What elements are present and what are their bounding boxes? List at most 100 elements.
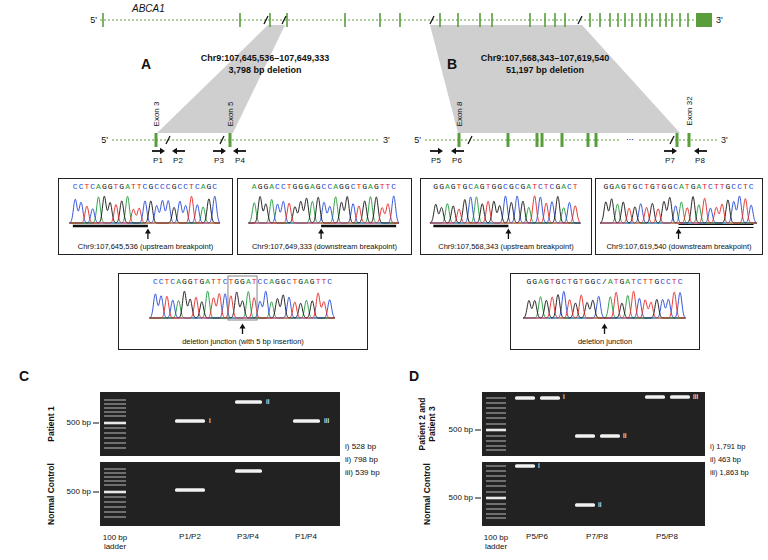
base-letter: G bbox=[462, 182, 468, 191]
breakpoint-arrow-head bbox=[318, 229, 324, 234]
base-letter: C bbox=[195, 182, 201, 191]
ladder-band bbox=[104, 484, 126, 485]
primer-arrow bbox=[213, 150, 222, 152]
end-label: 5' bbox=[90, 15, 97, 25]
trace-line bbox=[600, 198, 757, 223]
base-letter: G bbox=[102, 182, 108, 191]
trace-line bbox=[69, 196, 219, 223]
breakpoint-mark bbox=[282, 16, 286, 24]
band-label: i bbox=[538, 461, 540, 470]
base-letter: G bbox=[182, 277, 188, 286]
base-letter: G bbox=[310, 277, 316, 286]
breakpoint-mark bbox=[264, 16, 268, 24]
end-label: 3' bbox=[716, 15, 723, 25]
trace-line bbox=[523, 291, 685, 318]
base-letter: A bbox=[615, 182, 621, 191]
band-label: ii bbox=[598, 500, 602, 509]
gel-band bbox=[175, 419, 205, 423]
sequence-text: GGAGTGCAGTGGCGCGATCTCGACT bbox=[426, 182, 586, 192]
primer-label: P8 bbox=[695, 156, 705, 165]
exon bbox=[458, 133, 461, 147]
base-letter: T bbox=[137, 182, 143, 191]
base-letter: G bbox=[281, 277, 287, 286]
exon bbox=[651, 13, 653, 27]
base-letter: C bbox=[170, 277, 176, 286]
base-letter: A bbox=[252, 182, 258, 191]
base-letter: T bbox=[380, 182, 386, 191]
base-letter: T bbox=[532, 182, 538, 191]
base-letter: A bbox=[201, 182, 207, 191]
base-letter: A bbox=[310, 182, 316, 191]
base-letter: G bbox=[304, 182, 310, 191]
base-letter: G bbox=[293, 182, 299, 191]
primer-label: P5 bbox=[431, 156, 441, 165]
base-letter: G bbox=[119, 182, 125, 191]
base-letter: T bbox=[292, 277, 298, 286]
breakpoint-label: Chr9:107,649,333 (downstream breakpoint) bbox=[243, 242, 406, 251]
base-letter: T bbox=[316, 277, 322, 286]
sequence-text: AGGACCTGGGAGCCAGGCTGAGTTC bbox=[243, 182, 406, 192]
end-label: 5' bbox=[101, 135, 108, 145]
gene-name: ABCA1 bbox=[132, 3, 165, 15]
exon bbox=[624, 13, 626, 27]
lane-label: P3/P4 bbox=[237, 532, 259, 541]
primer-arrow-head bbox=[438, 148, 443, 154]
base-letter: G bbox=[527, 277, 533, 286]
base-letter: T bbox=[656, 182, 662, 191]
base-letter: T bbox=[252, 277, 258, 286]
gel-band bbox=[575, 434, 595, 438]
base-letter: C bbox=[73, 182, 79, 191]
gel-row-label: Normal Control bbox=[47, 463, 57, 525]
chromatogram-trace bbox=[150, 276, 336, 334]
base-letter: T bbox=[672, 277, 678, 286]
ladder-band bbox=[104, 491, 126, 494]
trace-line bbox=[150, 293, 336, 318]
breakpoint-arrow-head bbox=[676, 229, 682, 234]
base-letter: C bbox=[351, 182, 357, 191]
exon bbox=[541, 133, 544, 147]
ladder-band bbox=[486, 491, 506, 492]
exon bbox=[599, 13, 601, 27]
gel-image bbox=[482, 392, 705, 456]
size-tick bbox=[93, 492, 99, 493]
chromatogram-box: GGAGTGCTGTGGC/ATGATCTTGCCTCdeletion junc… bbox=[510, 273, 700, 350]
base-letter: G bbox=[345, 182, 351, 191]
lane-label: P7/P8 bbox=[586, 532, 608, 541]
ladder-band bbox=[486, 485, 506, 486]
deletion-size: 51,197 bp deletion bbox=[506, 65, 584, 75]
base-letter: G bbox=[108, 182, 114, 191]
exon bbox=[639, 13, 641, 27]
base-letter: T bbox=[131, 182, 137, 191]
sequence-underline bbox=[433, 225, 508, 227]
base-letter: T bbox=[356, 182, 362, 191]
breakpoint-label: Chr9:107,645,536 (upstream breakpoint) bbox=[64, 242, 227, 251]
base-letter: A bbox=[561, 182, 567, 191]
base-letter: T bbox=[567, 277, 573, 286]
base-letter: G bbox=[451, 182, 457, 191]
base-letter: T bbox=[544, 182, 550, 191]
ladder-band bbox=[486, 397, 506, 398]
deletion-coordinates: Chr9:107,645,536–107,649,333 bbox=[201, 53, 330, 63]
base-letter: C bbox=[90, 182, 96, 191]
size-marker: 500 bp bbox=[67, 418, 91, 427]
base-letter: C bbox=[159, 277, 165, 286]
trace-line bbox=[600, 196, 757, 223]
exon bbox=[554, 13, 556, 27]
primer-arrow bbox=[152, 150, 161, 152]
sequence-text: GGAGTGCTGTGGC/ATGATCTTGCCTC bbox=[516, 277, 694, 287]
band-label: ii bbox=[623, 431, 627, 440]
exon bbox=[102, 13, 104, 27]
ladder-band bbox=[486, 412, 506, 413]
ladder-band bbox=[486, 470, 506, 471]
base-letter: G bbox=[234, 277, 240, 286]
band-size: ii) 463 bp bbox=[710, 456, 741, 465]
base-letter: T bbox=[189, 182, 195, 191]
lane-label: P1/P2 bbox=[179, 532, 201, 541]
exon-label: Exon 3 bbox=[152, 102, 161, 127]
base-letter: C bbox=[223, 277, 229, 286]
primer-label: P1 bbox=[153, 156, 163, 165]
chromatogram-box: AGGACCTGGGAGCCAGGCTGAGTTCChr9:107,649,33… bbox=[237, 178, 412, 255]
base-letter: G bbox=[439, 182, 445, 191]
base-letter: C bbox=[666, 277, 672, 286]
breakpoint-mark bbox=[468, 136, 472, 144]
